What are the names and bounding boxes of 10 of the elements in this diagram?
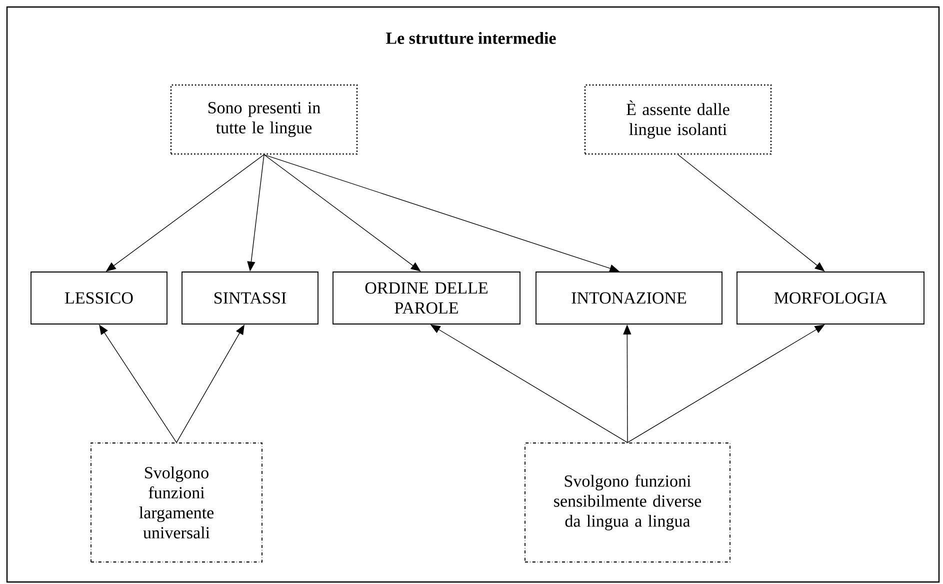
category-box: INTONAZIONE (536, 272, 722, 324)
category-box: LESSICO (30, 272, 168, 324)
category-box: ORDINE DELLE PAROLE (332, 272, 520, 324)
note-box: Svolgono funzioni sensibilmente diverse da lingua a lingua (524, 442, 730, 562)
category-box: SINTASSI (182, 272, 318, 324)
category-box: MORFOLOGIA (736, 272, 924, 324)
note-box: È assente dalle lingue isolanti (584, 84, 772, 155)
note-box: Svolgono funzioni largamente universali (90, 442, 262, 562)
note-box: Sono presenti in tutte le lingue (170, 84, 358, 155)
title: Le strutture intermedie (386, 32, 556, 44)
